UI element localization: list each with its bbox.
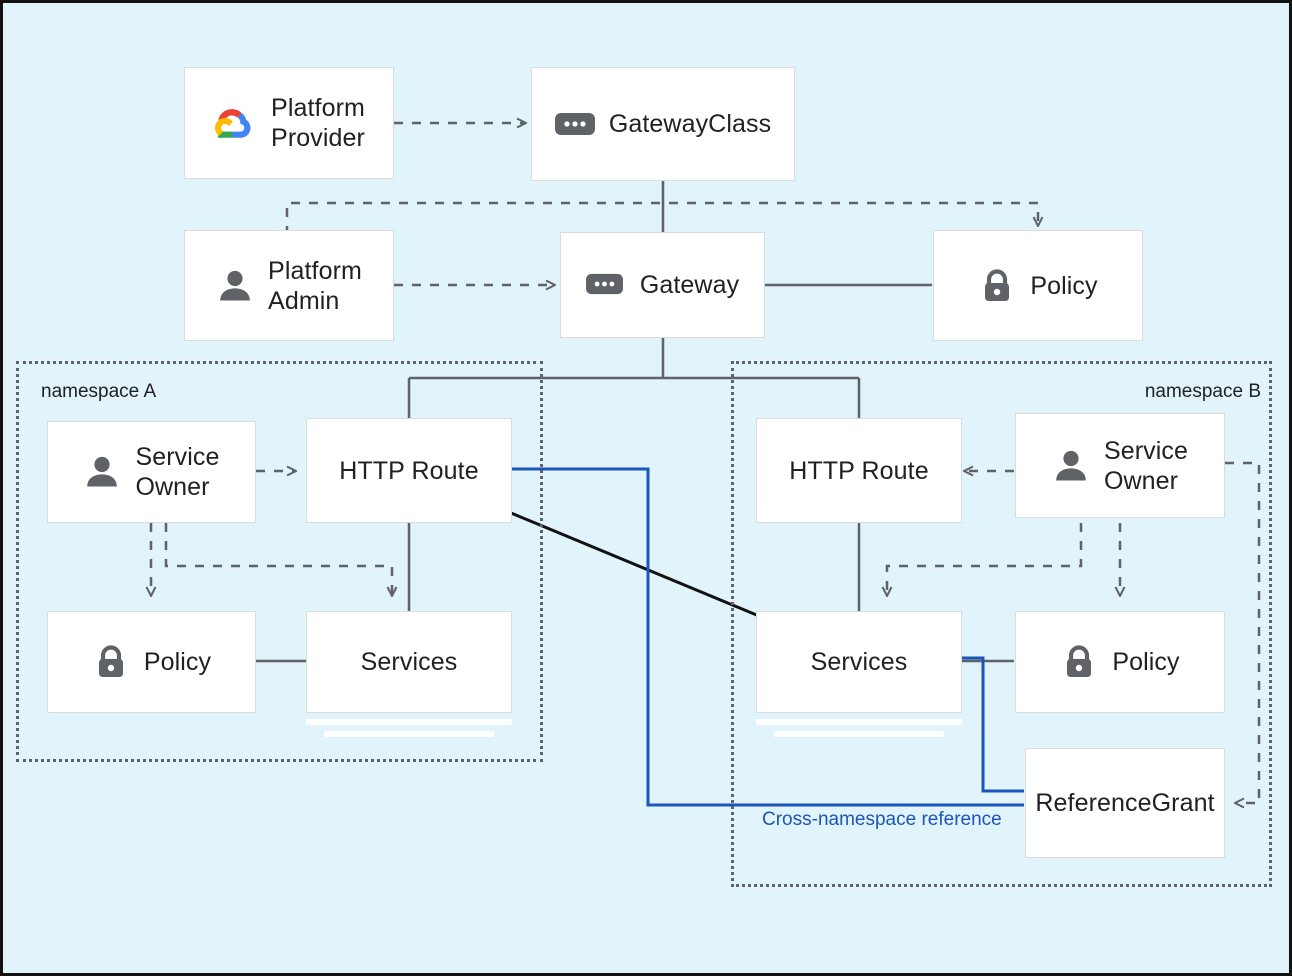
- node-label: HTTP Route: [789, 456, 929, 485]
- lock-icon: [978, 267, 1016, 305]
- namespace-a-label: namespace A: [41, 381, 157, 402]
- person-icon: [216, 267, 254, 305]
- node-policy-b[interactable]: Policy: [1015, 611, 1225, 713]
- node-platform-admin[interactable]: Platform Admin: [184, 230, 394, 341]
- cross-namespace-reference-label: Cross-namespace reference: [762, 809, 1002, 830]
- lock-icon: [1060, 643, 1098, 681]
- namespace-b-label: namespace B: [1144, 381, 1261, 402]
- person-icon: [83, 453, 121, 491]
- lock-icon: [92, 643, 130, 681]
- node-policy-top[interactable]: Policy: [933, 230, 1143, 341]
- node-platform-provider[interactable]: Platform Provider: [184, 67, 394, 179]
- node-label: Gateway: [639, 271, 740, 299]
- node-label: ReferenceGrant: [1035, 789, 1215, 817]
- node-services-a[interactable]: Services: [306, 611, 512, 737]
- node-label: Policy: [1030, 271, 1098, 300]
- node-http-route-a[interactable]: HTTP Route: [306, 418, 512, 523]
- google-cloud-icon: [213, 103, 257, 143]
- node-service-owner-b[interactable]: Service Owner: [1015, 413, 1225, 518]
- edge-route-a-to-services-b-diagonal: [510, 511, 760, 618]
- node-label: Policy: [1112, 648, 1180, 676]
- edge-gatewayclass-bus-to-policy: [285, 201, 1038, 235]
- node-services-b[interactable]: Services: [756, 611, 962, 737]
- gateway-icon: [554, 111, 595, 137]
- node-gateway[interactable]: Gateway: [560, 232, 765, 338]
- node-label: Platform Provider: [271, 94, 365, 152]
- node-label: Service Owner: [1103, 436, 1189, 495]
- node-label: HTTP Route: [339, 456, 479, 485]
- node-policy-a[interactable]: Policy: [47, 611, 256, 713]
- node-reference-grant[interactable]: ReferenceGrant: [1025, 748, 1225, 858]
- node-label: GatewayClass: [608, 110, 772, 138]
- node-label: Services: [810, 648, 908, 676]
- gateway-icon: [585, 272, 626, 298]
- node-http-route-b[interactable]: HTTP Route: [756, 418, 962, 523]
- node-label: Platform Admin: [268, 256, 362, 315]
- node-gatewayclass[interactable]: GatewayClass: [531, 67, 795, 181]
- person-icon: [1052, 447, 1090, 485]
- node-label: Services: [360, 648, 458, 676]
- node-service-owner-a[interactable]: Service Owner: [47, 421, 256, 523]
- node-label: Policy: [143, 648, 212, 676]
- node-label: Service Owner: [135, 443, 220, 501]
